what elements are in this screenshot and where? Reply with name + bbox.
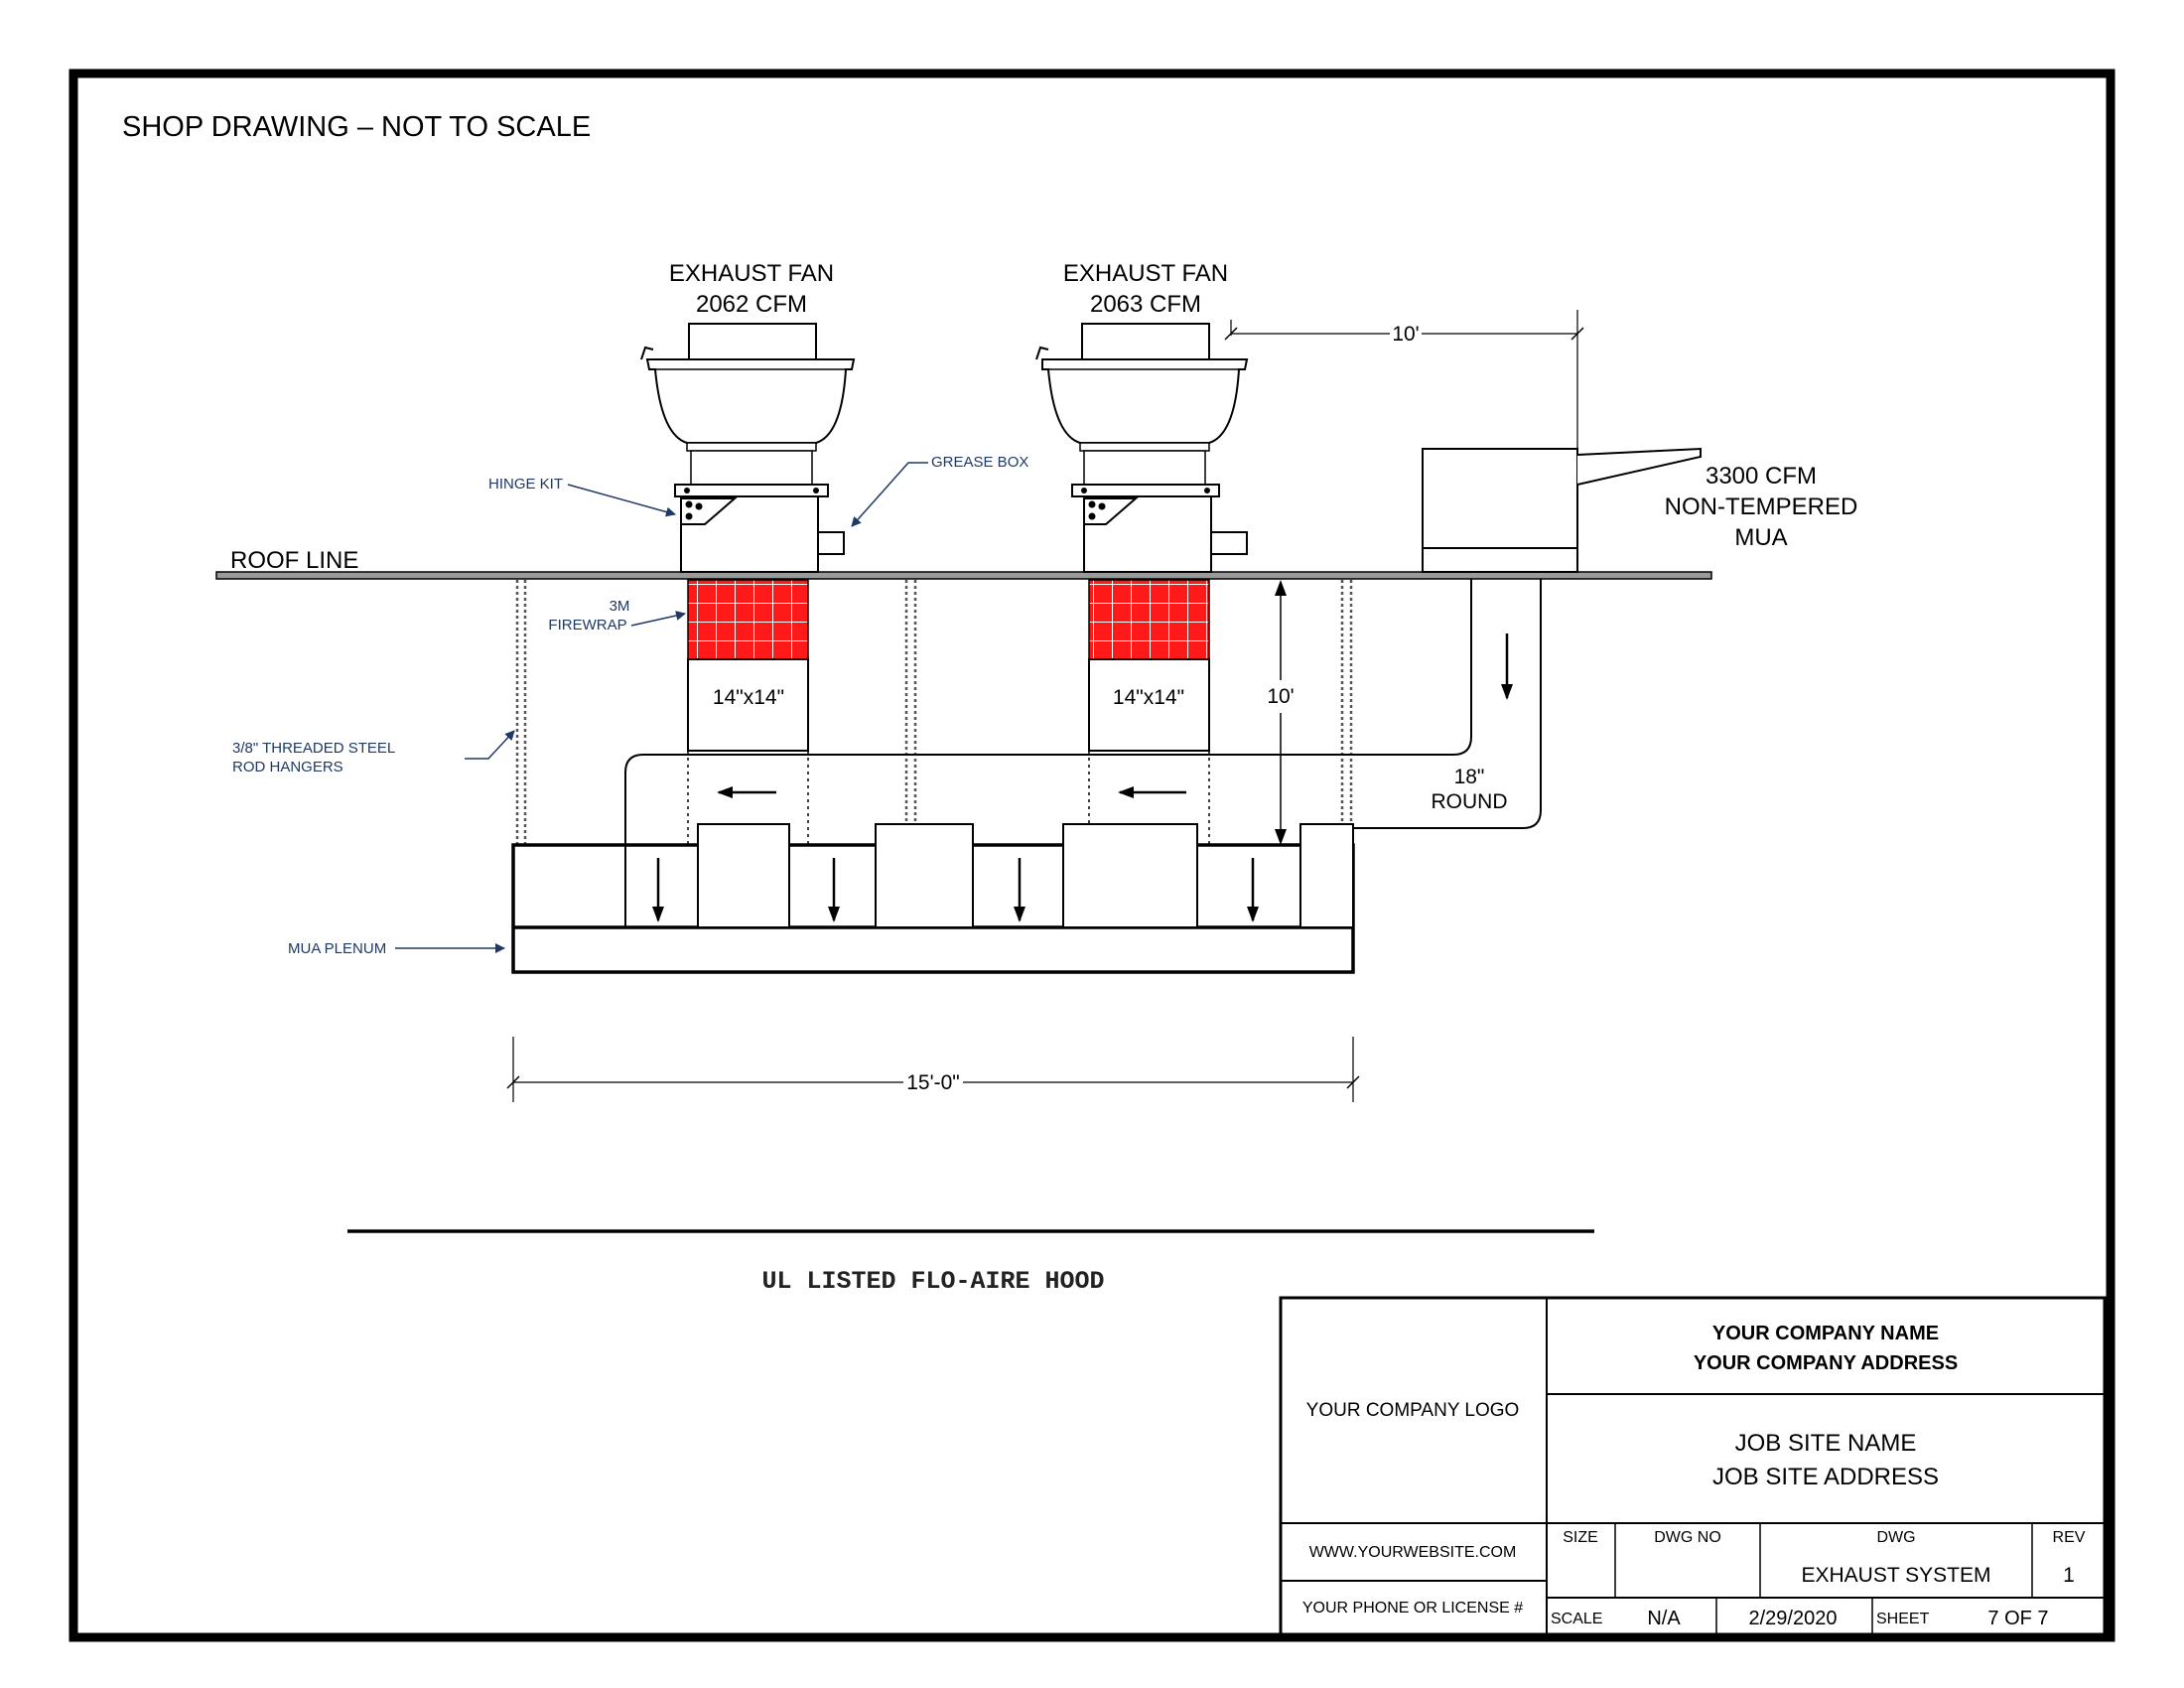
fan-2-duct-size: 14"x14"	[1113, 686, 1184, 709]
dimension-roof-to-hood-label: 10'	[1267, 685, 1294, 708]
hood-airflow-arrows	[652, 858, 1259, 922]
company-logo: YOUR COMPANY LOGO	[1306, 1400, 1520, 1421]
mua-cfm: 3300 CFM	[1706, 463, 1817, 490]
fan-2-firewrap	[1088, 579, 1210, 660]
firewrap-label-2: FIREWRAP	[548, 617, 626, 633]
scale-value: N/A	[1647, 1608, 1681, 1629]
round-duct-size: 18"	[1454, 766, 1485, 788]
rev-label: REV	[2053, 1529, 2086, 1546]
hood-title: UL LISTED FLO-AIRE HOOD	[761, 1267, 1104, 1296]
exhaust-fan-1: EXHAUST FAN 2062 CFM 14"x14"	[640, 260, 856, 752]
dimension-hood-length-label: 15'-0"	[906, 1071, 960, 1094]
mua-label: MUA	[1734, 524, 1787, 551]
drawing-date: 2/29/2020	[1749, 1608, 1838, 1629]
dimension-roof-to-hood: 10'	[1267, 580, 1295, 845]
dimension-hood-length: 15'-0"	[506, 1037, 1360, 1102]
job-site-name: JOB SITE NAME	[1735, 1430, 1917, 1457]
drawing-title: SHOP DRAWING – NOT TO SCALE	[122, 111, 591, 143]
size-label: SIZE	[1563, 1529, 1598, 1546]
exhaust-fan-2: EXHAUST FAN 2063 CFM 14"x14"	[1035, 260, 1249, 752]
roof-line-label: ROOF LINE	[230, 547, 358, 574]
roof-line	[215, 571, 1712, 580]
rod-hangers-label-1: 3/8" THREADED STEEL	[232, 740, 395, 757]
grease-box-label: GREASE BOX	[931, 454, 1028, 471]
scale-label: SCALE	[1551, 1611, 1602, 1627]
rev-value: 1	[2063, 1564, 2075, 1587]
rod-hangers	[515, 580, 1353, 845]
hinge-kit-label: HINGE KIT	[488, 476, 563, 492]
dimension-fan-to-mua: 10'	[1224, 310, 1584, 449]
phone-or-license: YOUR PHONE OR LICENSE #	[1302, 1600, 1523, 1617]
sheet-label: SHEET	[1876, 1611, 1930, 1627]
round-duct-label: ROUND	[1432, 790, 1508, 813]
sheet-value: 7 OF 7	[1987, 1608, 2048, 1629]
title-block	[1279, 1296, 2107, 1637]
fan-1-firewrap	[687, 579, 809, 660]
rod-hangers-label-2: ROD HANGERS	[232, 759, 343, 775]
mua-unit: 3300 CFM NON-TEMPERED MUA	[1422, 447, 1858, 573]
dimension-fan-to-mua-label: 10'	[1392, 323, 1419, 346]
fan-2-title: EXHAUST FAN	[1063, 260, 1228, 287]
firewrap-label-1: 3M	[610, 598, 630, 615]
fan-1-title: EXHAUST FAN	[669, 260, 834, 287]
dwg-no-label: DWG NO	[1654, 1529, 1721, 1546]
fan-2-cfm: 2063 CFM	[1090, 291, 1201, 318]
mua-supply-duct	[624, 579, 1542, 927]
dwg-value: EXHAUST SYSTEM	[1802, 1564, 1991, 1587]
job-site-address: JOB SITE ADDRESS	[1712, 1464, 1939, 1490]
dwg-label: DWG	[1876, 1529, 1915, 1546]
exhaust-hood	[511, 823, 1355, 974]
mua-plenum-label: MUA PLENUM	[288, 940, 386, 957]
website: WWW.YOURWEBSITE.COM	[1309, 1544, 1517, 1561]
mua-type: NON-TEMPERED	[1665, 493, 1858, 520]
fan-1-duct-size: 14"x14"	[713, 686, 784, 709]
company-address: YOUR COMPANY ADDRESS	[1694, 1352, 1958, 1374]
sheet-border	[68, 69, 2116, 1642]
company-name: YOUR COMPANY NAME	[1712, 1323, 1939, 1344]
fan-1-cfm: 2062 CFM	[696, 291, 807, 318]
